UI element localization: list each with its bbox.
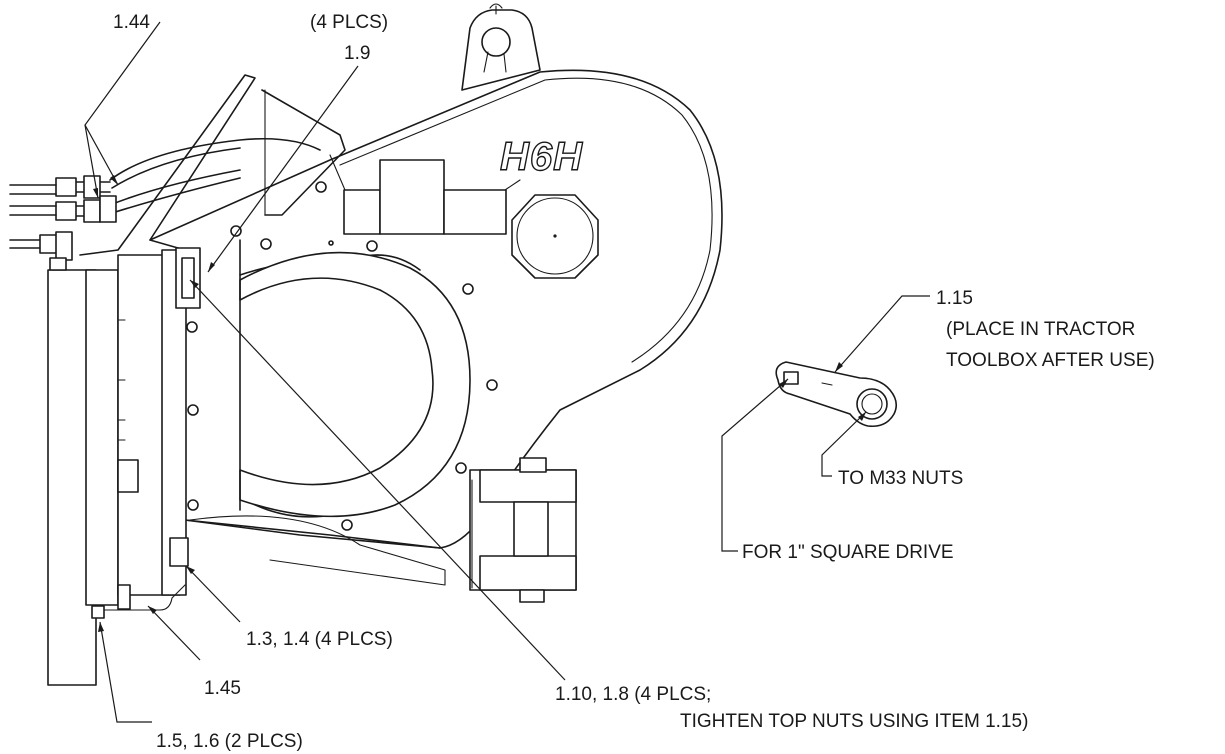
plate-bolts bbox=[186, 181, 498, 531]
callout-1-15-note-1: (PLACE IN TRACTOR bbox=[946, 319, 1135, 340]
callout-1-45: 1.45 bbox=[204, 678, 241, 699]
rotator-housing: H6H bbox=[9, 3, 723, 686]
callout-1-3-1-4: 1.3, 1.4 (4 PLCS) bbox=[246, 629, 393, 650]
brand-logo: H6H bbox=[500, 135, 583, 179]
wrench-tool bbox=[775, 361, 898, 428]
leader-lines bbox=[84, 21, 930, 723]
callout-1-15: 1.15 bbox=[936, 288, 973, 309]
callout-1-10-1-8-line2: TIGHTEN TOP NUTS USING ITEM 1.15) bbox=[680, 711, 1028, 732]
callout-square-drive: FOR 1" SQUARE DRIVE bbox=[742, 542, 954, 563]
callout-m33-nuts: TO M33 NUTS bbox=[838, 468, 963, 489]
callout-1-10-1-8-line1: 1.10, 1.8 (4 PLCS; bbox=[555, 684, 711, 705]
callout-1-9: 1.9 bbox=[344, 43, 370, 64]
callout-1-5-1-6: 1.5, 1.6 (2 PLCS) bbox=[156, 731, 303, 752]
pivot-block bbox=[469, 457, 577, 603]
callout-1-15-note-2: TOOLBOX AFTER USE) bbox=[946, 350, 1155, 371]
callout-1-44: 1.44 bbox=[113, 12, 150, 33]
callout-1-9-count: (4 PLCS) bbox=[310, 12, 388, 33]
hydraulic-hoses bbox=[9, 137, 321, 271]
